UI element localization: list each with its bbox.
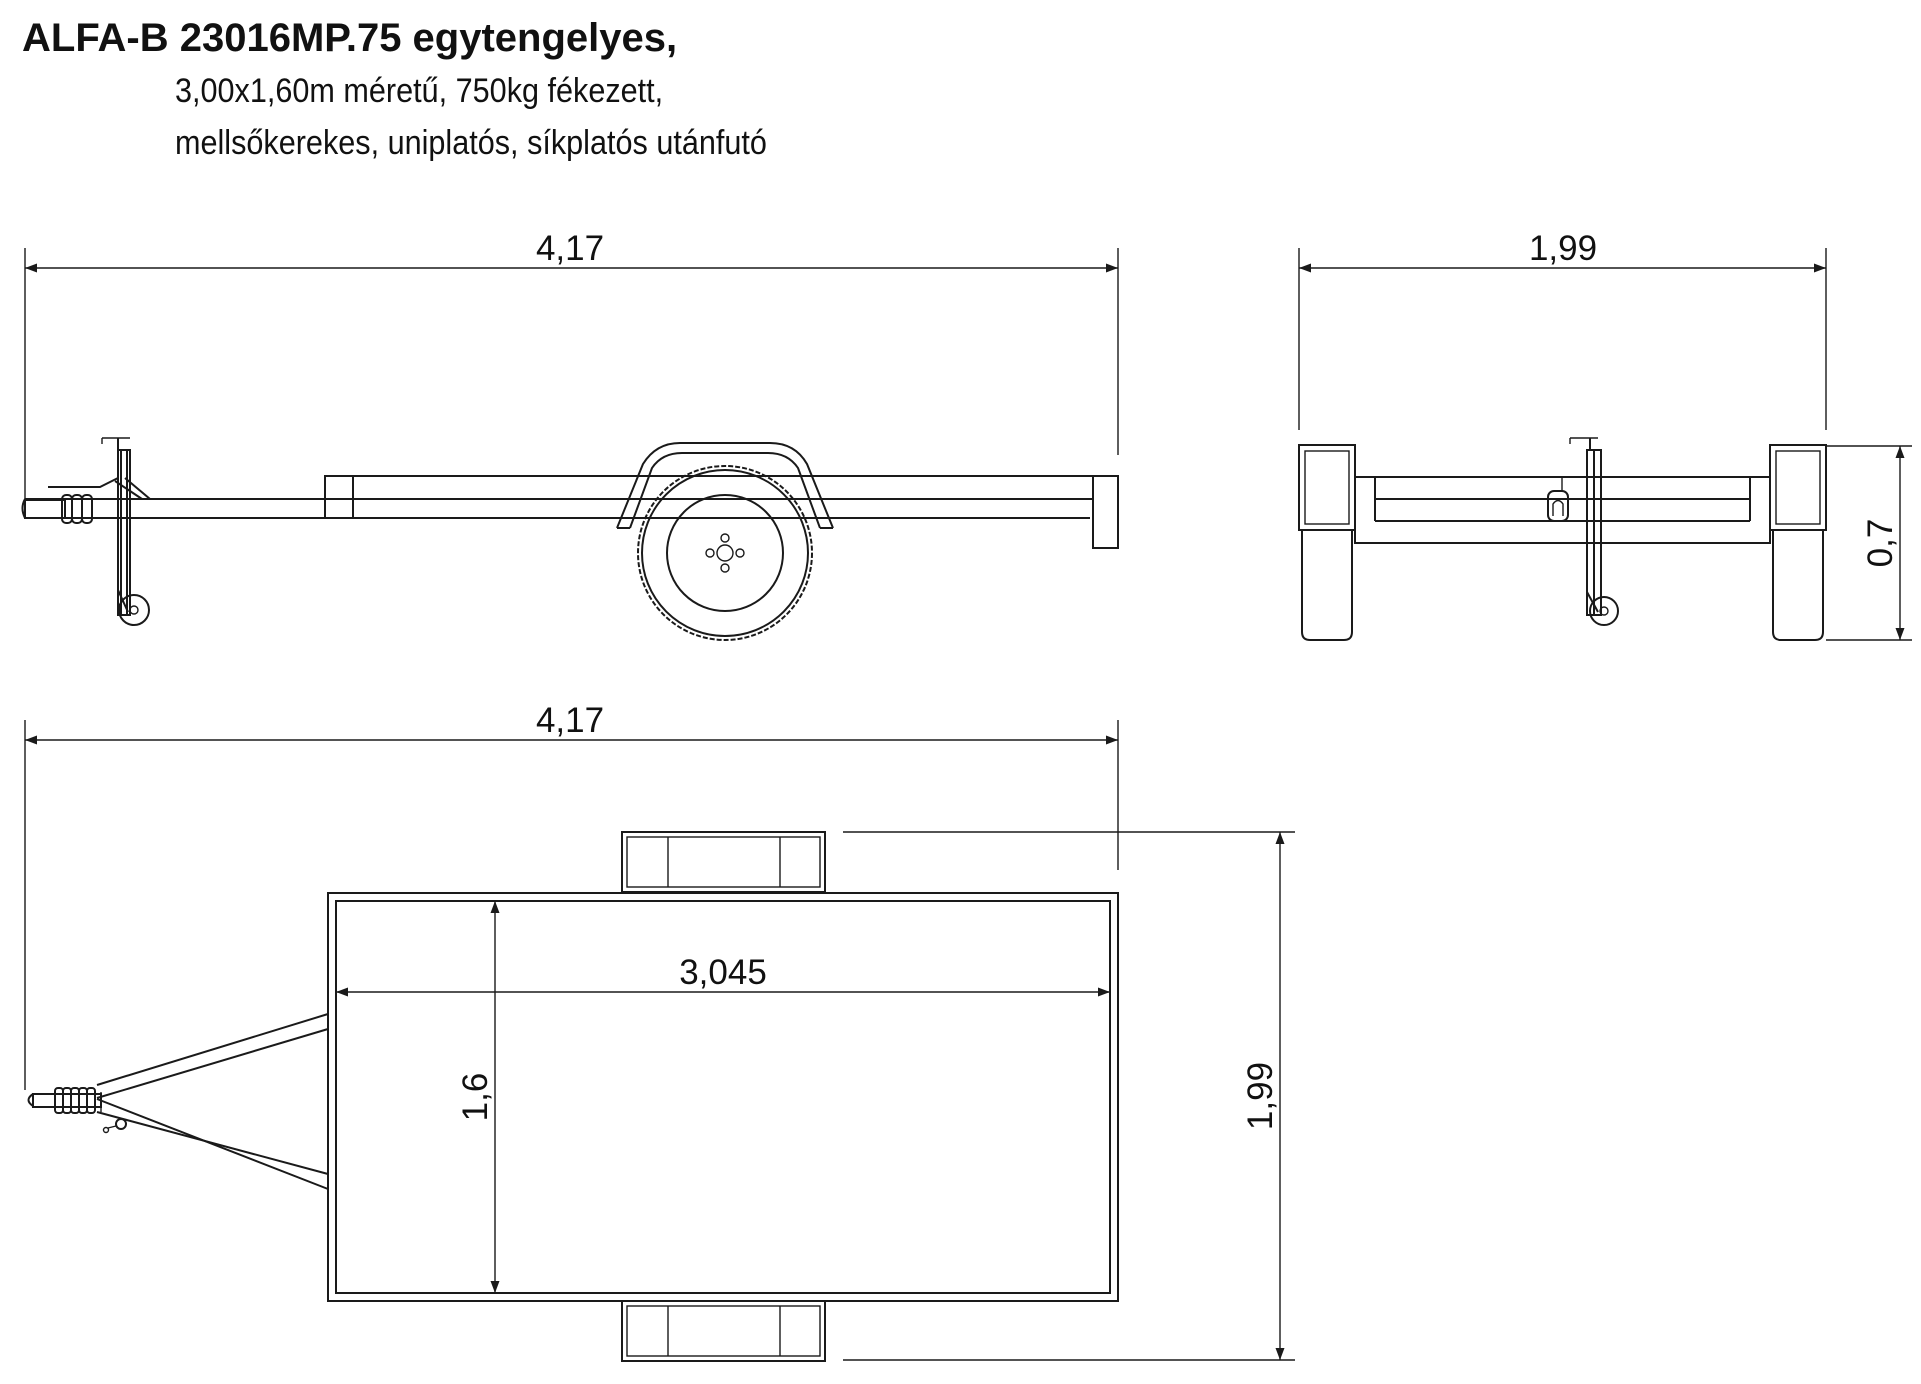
top-drawbar: [96, 1013, 329, 1190]
side-wheel: [637, 465, 813, 641]
front-width-label: 1,99: [1529, 229, 1597, 268]
drawing-subtitle-line-1: 3,00x1,60m méretű, 750kg fékezett,: [175, 72, 664, 110]
top-coupling: [27, 1087, 127, 1134]
front-right-wheel: [1769, 444, 1827, 641]
front-frame: [1354, 476, 1771, 544]
top-view: 4,17 1,99: [24, 701, 1295, 1362]
deck-length-label: 3,045: [679, 953, 767, 992]
drawing-title: ALFA-B 23016MP.75 egytengelyes,: [22, 16, 678, 60]
deck-width-dimension: 1,6: [456, 901, 500, 1293]
side-mudguard: [616, 442, 834, 529]
top-width-label: 1,99: [1241, 1062, 1280, 1130]
front-height-label: 0,7: [1861, 519, 1900, 568]
top-lower-fender: [621, 1300, 826, 1362]
side-frame: [25, 475, 1119, 549]
front-jockey-wheel: [1569, 437, 1619, 626]
side-length-label: 4,17: [536, 229, 604, 268]
front-width-dimension: 1,99: [1298, 229, 1827, 430]
top-length-label: 4,17: [536, 701, 604, 740]
deck-length-dimension: 3,045: [336, 953, 1110, 997]
front-view: 1,99 0,7: [1298, 229, 1912, 641]
top-deck: [327, 892, 1119, 1302]
side-length-dimension: 4,17: [24, 229, 1119, 505]
top-length-dimension: 4,17: [24, 701, 1119, 1090]
front-left-wheel: [1298, 444, 1356, 641]
side-view: 4,17: [21, 229, 1119, 641]
deck-width-label: 1,6: [456, 1073, 495, 1122]
drawing-subtitle-line-2: mellsőkerekes, uniplatós, síkplatós után…: [175, 124, 767, 162]
side-jockey-wheel: [101, 437, 150, 626]
side-coupling: [21, 477, 119, 524]
top-upper-fender: [621, 831, 826, 893]
front-height-dimension: 0,7: [1826, 445, 1912, 641]
top-width-dimension: 1,99: [843, 831, 1295, 1361]
